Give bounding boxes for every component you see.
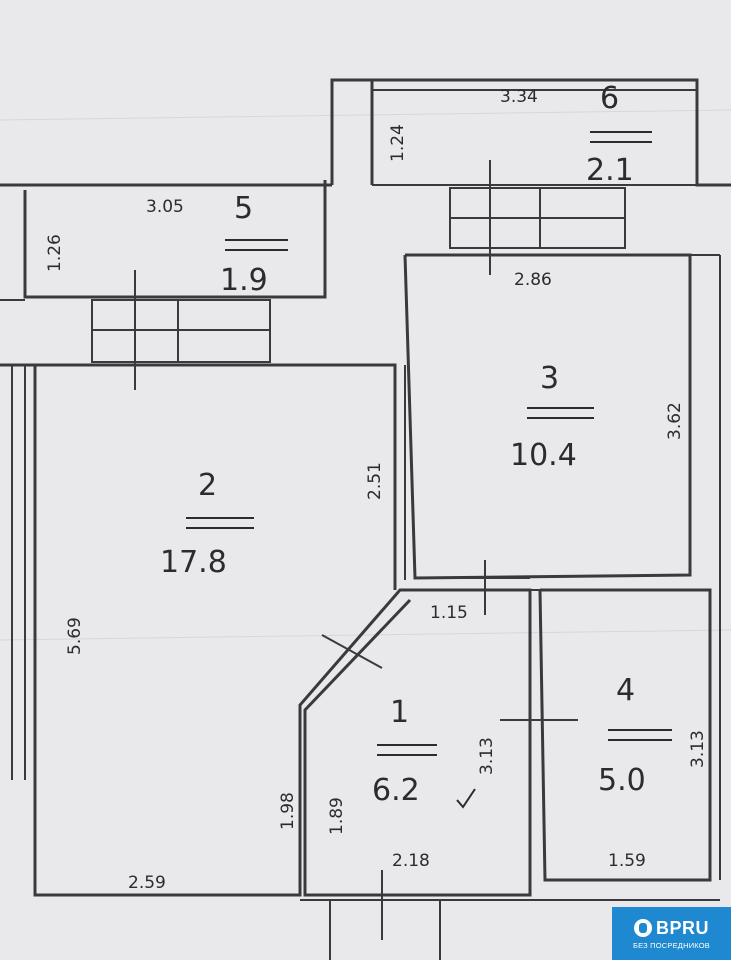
room-labels: 6 2.1 5 1.9 3 10.4 2 17.8 1 6.2 4 5.0	[160, 81, 672, 808]
walls	[0, 78, 731, 960]
badge-tagline: БЕЗ ПОСРЕДНИКОВ	[632, 940, 711, 950]
dim-room2-height: 5.69	[65, 617, 85, 655]
room-area-5: 1.9	[220, 263, 268, 298]
room-number-1: 1	[390, 695, 409, 730]
room-area-6: 2.1	[586, 153, 634, 188]
room-number-2: 2	[198, 468, 217, 503]
check-mark-icon	[456, 788, 476, 809]
room-area-3: 10.4	[510, 438, 577, 473]
dim-room3-width: 2.86	[514, 270, 552, 290]
dim-room3-height: 3.62	[665, 402, 685, 440]
bpru-badge: BPRU БЕЗ ПОСРЕДНИКОВ	[612, 907, 731, 960]
dim-room2-corner: 1.98	[278, 792, 298, 830]
dim-room5-depth: 1.26	[45, 234, 65, 272]
room-number-4: 4	[616, 673, 635, 708]
room-area-2: 17.8	[160, 545, 227, 580]
dim-room6-width: 3.34	[500, 87, 538, 107]
badge-brand: BPRU	[655, 917, 709, 938]
room-number-6: 6	[600, 81, 619, 116]
paper-background	[0, 109, 731, 641]
windows	[91, 160, 626, 940]
room-area-4: 5.0	[598, 763, 646, 798]
dimension-labels: 3.34 1.24 3.05 1.26 2.86 3.62 2.51 5.69 …	[45, 87, 708, 893]
dim-hall-right: 3.13	[477, 737, 497, 775]
dim-room4-width: 1.59	[608, 851, 646, 871]
dim-hall-bottom: 2.18	[392, 851, 430, 871]
bpru-logo-icon	[633, 919, 652, 937]
room-number-3: 3	[540, 361, 559, 396]
room-number-5: 5	[234, 191, 253, 226]
dim-room4-height: 3.13	[688, 730, 708, 768]
dim-hall-top: 1.15	[430, 603, 468, 623]
dim-room6-depth: 1.24	[388, 124, 408, 162]
dim-room5-width: 3.05	[146, 197, 184, 217]
room-area-1: 6.2	[372, 773, 420, 808]
dim-room2-wall: 2.51	[365, 462, 385, 500]
dim-hall-left: 1.89	[327, 797, 347, 835]
dim-room2-bottom: 2.59	[128, 873, 166, 893]
